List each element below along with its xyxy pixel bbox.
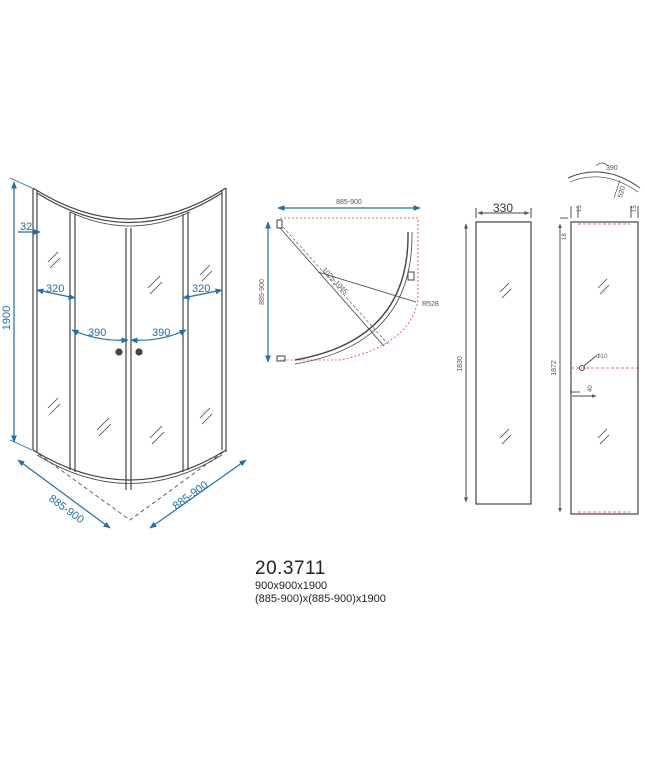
plan-view bbox=[276, 217, 419, 365]
side-panel-width-label: 330 bbox=[493, 201, 513, 215]
top-offset-right-label: 15 bbox=[632, 205, 638, 212]
left-panel-label: 320 bbox=[46, 283, 64, 295]
profile-dimensions bbox=[558, 206, 639, 513]
left-door-label: 390 bbox=[88, 327, 106, 339]
frame-offset-label: 32 bbox=[20, 221, 32, 233]
right-panel-label: 320 bbox=[192, 283, 210, 295]
plan-depth-label: 885-900 bbox=[259, 279, 266, 305]
adjustable-size-range: (885-900)x(885-900)x1900 bbox=[255, 593, 386, 605]
height-label: 1900 bbox=[1, 306, 13, 330]
perspective-dimensions bbox=[9, 177, 247, 529]
profile-view bbox=[570, 221, 640, 515]
arc-chord-label: 390 bbox=[606, 165, 618, 172]
plan-radius-label: R528 bbox=[422, 301, 439, 308]
top-offset-left-label: 15 bbox=[577, 205, 583, 212]
product-caption: 20.3711 900x900x1900 (885-900)x(885-900)… bbox=[255, 558, 386, 606]
base-left-label: 885-900 bbox=[46, 493, 86, 526]
plan-diagonal-label: 1025-1045 bbox=[321, 267, 349, 296]
side-panel-height-label: 1830 bbox=[457, 356, 464, 372]
perspective-view bbox=[32, 187, 227, 521]
profile-height-label: 1872 bbox=[551, 360, 558, 376]
nominal-size: 900x900x1900 bbox=[255, 580, 328, 592]
top-gap-label: 18 bbox=[562, 233, 568, 240]
side-panel-dimensions bbox=[464, 208, 532, 503]
side-panel-view bbox=[475, 221, 532, 505]
model-number: 20.3711 bbox=[255, 558, 326, 579]
base-right-label: 885-900 bbox=[171, 479, 211, 512]
plan-width-label: 885-900 bbox=[336, 199, 362, 206]
arc-radius-label: 520 bbox=[617, 185, 627, 198]
hole-diameter-label: Φ10 bbox=[596, 354, 608, 360]
plan-dimensions bbox=[265, 205, 421, 363]
hole-offset-label: 40 bbox=[588, 385, 594, 392]
right-door-label: 390 bbox=[152, 327, 170, 339]
profile-top-arc bbox=[567, 162, 641, 199]
